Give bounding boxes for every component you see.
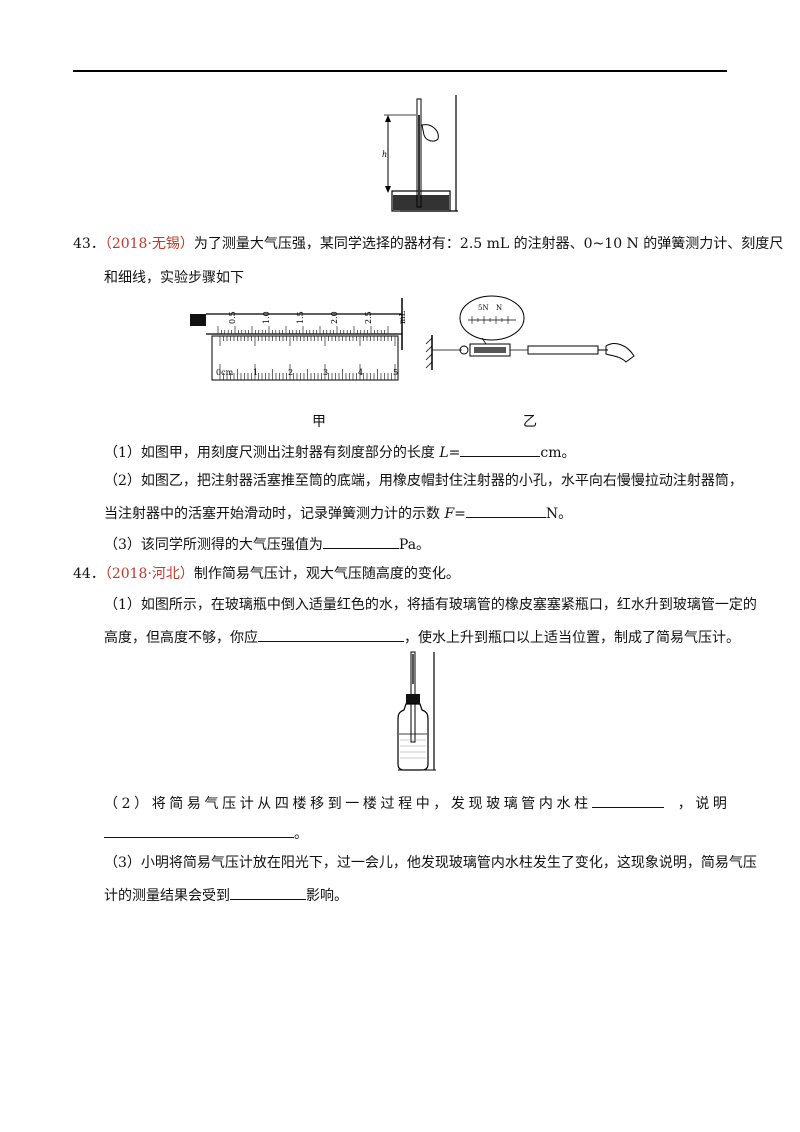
q43-p2-eq: = <box>454 506 466 522</box>
q44-p3-blank[interactable] <box>230 884 306 900</box>
ruler-tick-label: 0cm <box>216 368 234 377</box>
q44-source: （2018·河北） <box>104 566 194 582</box>
q44-p1-text-b: 高度，但高度不够，你应 <box>104 630 258 646</box>
q44-part3: （3）小明将简易气压计放在阳光下，过一会儿，他发现玻璃管内水柱发生了变化，这现象… <box>104 853 757 873</box>
q43-p3-unit: Pa。 <box>398 537 431 553</box>
q44-p2-blank-2[interactable] <box>104 822 294 838</box>
q43-part1: （1）如图甲，用刻度尺测出注射器有刻度部分的长度 L= cm。 <box>104 441 576 463</box>
header-rule <box>73 70 727 72</box>
figure-label-yi: 乙 <box>523 414 537 430</box>
svg-text:5N: 5N <box>478 304 489 312</box>
syringe-tick-label: 1.0 <box>262 311 271 324</box>
barometer-bottle-figure <box>397 651 436 771</box>
ruler-tick-label: 4 <box>358 368 363 377</box>
q43-p2-var: F <box>444 506 455 522</box>
q43-p2-blank[interactable] <box>465 502 546 518</box>
q43-stem: 43．（2018·无锡）为了测量大气压强，某同学选择的器材有：2.5 mL 的注… <box>73 234 783 254</box>
q44-part1: （1）如图所示，在玻璃瓶中倒入适量红色的水，将插有玻璃管的橡皮塞塞紧瓶口，红水升… <box>104 595 757 615</box>
syringe-tick-label: 0.5 <box>228 311 237 324</box>
q43-p3-blank[interactable] <box>322 533 399 549</box>
q43-p2-text-b: 当注射器中的活塞开始滑动时，记录弹簧测力计的示数 <box>104 506 445 522</box>
q43-part2-cont: 当注射器中的活塞开始滑动时，记录弹簧测力计的示数 F= N。 <box>104 502 572 524</box>
q43-p3-text: （3）该同学所测得的大气压强值为 <box>104 537 323 553</box>
figure-label-jia: 甲 <box>312 414 326 430</box>
q43-stem-cont: 和细线，实验步骤如下 <box>104 268 244 288</box>
q43-p2-unit: N。 <box>545 506 573 522</box>
q43-p1-var: L <box>439 445 449 461</box>
ruler-tick-label: 5 <box>393 368 398 377</box>
q43-part2: （2）如图乙，把注射器活塞推至筒的底端，用橡皮帽封住注射器的小孔，水平向右慢慢拉… <box>104 471 743 491</box>
q43-p1-eq: = <box>448 445 461 461</box>
syringe-tick-label: mL <box>398 310 407 324</box>
q44-p2-blank-1[interactable] <box>591 792 664 808</box>
q44-stem: 44．（2018·河北）制作简易气压计，观大气压随高度的变化。 <box>73 564 460 584</box>
q44-p3-text: （3）小明将简易气压计放在阳光下，过一会儿，他发现玻璃管内水柱发生了变化，这现象… <box>104 855 757 871</box>
q43-part3: （3）该同学所测得的大气压强值为 Pa。 <box>104 533 430 555</box>
q44-p2-text: （2）将简易气压计从四楼移到一楼过程中，发现玻璃管内水柱 <box>104 796 592 812</box>
q43-p2-text: （2）如图乙，把注射器活塞推至筒的底端，用橡皮帽封住注射器的小孔，水平向右慢慢拉… <box>104 473 743 489</box>
ruler-tick-label: 3 <box>323 368 328 377</box>
q44-p1-blank[interactable] <box>258 626 404 642</box>
svg-text:N: N <box>496 304 502 312</box>
q43-stem-a: 为了测量大气压强，某同学选择的器材有：2.5 mL 的注射器、0~10 N 的弹… <box>193 236 784 252</box>
syringe-tick-label: 1.5 <box>296 311 305 324</box>
syringe-tick-label: 2.5 <box>364 311 373 324</box>
q44-p2-end: 。 <box>294 826 308 842</box>
spring-scale-figure: 5N N <box>425 295 635 370</box>
q44-p1-text: （1）如图所示，在玻璃瓶中倒入适量红色的水，将插有玻璃管的橡皮塞塞紧瓶口，红水升… <box>104 597 757 613</box>
q43-p1-text: （1）如图甲，用刻度尺测出注射器有刻度部分的长度 <box>104 445 440 461</box>
q44-number: 44． <box>73 566 105 582</box>
q44-p3-text-c: 影响。 <box>306 888 348 904</box>
q43-p1-blank[interactable] <box>460 441 541 457</box>
q43-source: （2018·无锡） <box>104 236 194 252</box>
tube-height-figure: h <box>382 95 458 212</box>
syringe-tick-label: 2.0 <box>330 311 339 324</box>
q43-p1-unit: cm。 <box>540 445 576 461</box>
ruler-tick-label: 1 <box>253 368 258 377</box>
q44-part2-cont: 。 <box>104 822 308 844</box>
q44-stem-text: 制作简易气压计，观大气压随高度的变化。 <box>193 566 460 582</box>
q44-p3-text-b: 计的测量结果会受到 <box>104 888 230 904</box>
q44-part1-cont: 高度，但高度不够，你应 ，使水上升到瓶口以上适当位置，制成了简易气压计。 <box>104 626 740 648</box>
ruler-tick-label: 2 <box>288 368 293 377</box>
q43-stem-b: 和细线，实验步骤如下 <box>104 270 244 286</box>
q44-p1-text-c: ，使水上升到瓶口以上适当位置，制成了简易气压计。 <box>404 630 740 646</box>
q44-p2-text-b: ，说明 <box>677 796 731 812</box>
q44-part2: （2）将简易气压计从四楼移到一楼过程中，发现玻璃管内水柱 ，说明 <box>104 792 731 814</box>
q44-part3-cont: 计的测量结果会受到 影响。 <box>104 884 348 906</box>
q43-number: 43． <box>73 236 105 252</box>
syringe-ruler-figure: 0.5 1.0 1.5 2.0 2.5 mL 0cm 1 2 3 4 5 <box>190 298 407 381</box>
height-label: h <box>382 150 387 159</box>
